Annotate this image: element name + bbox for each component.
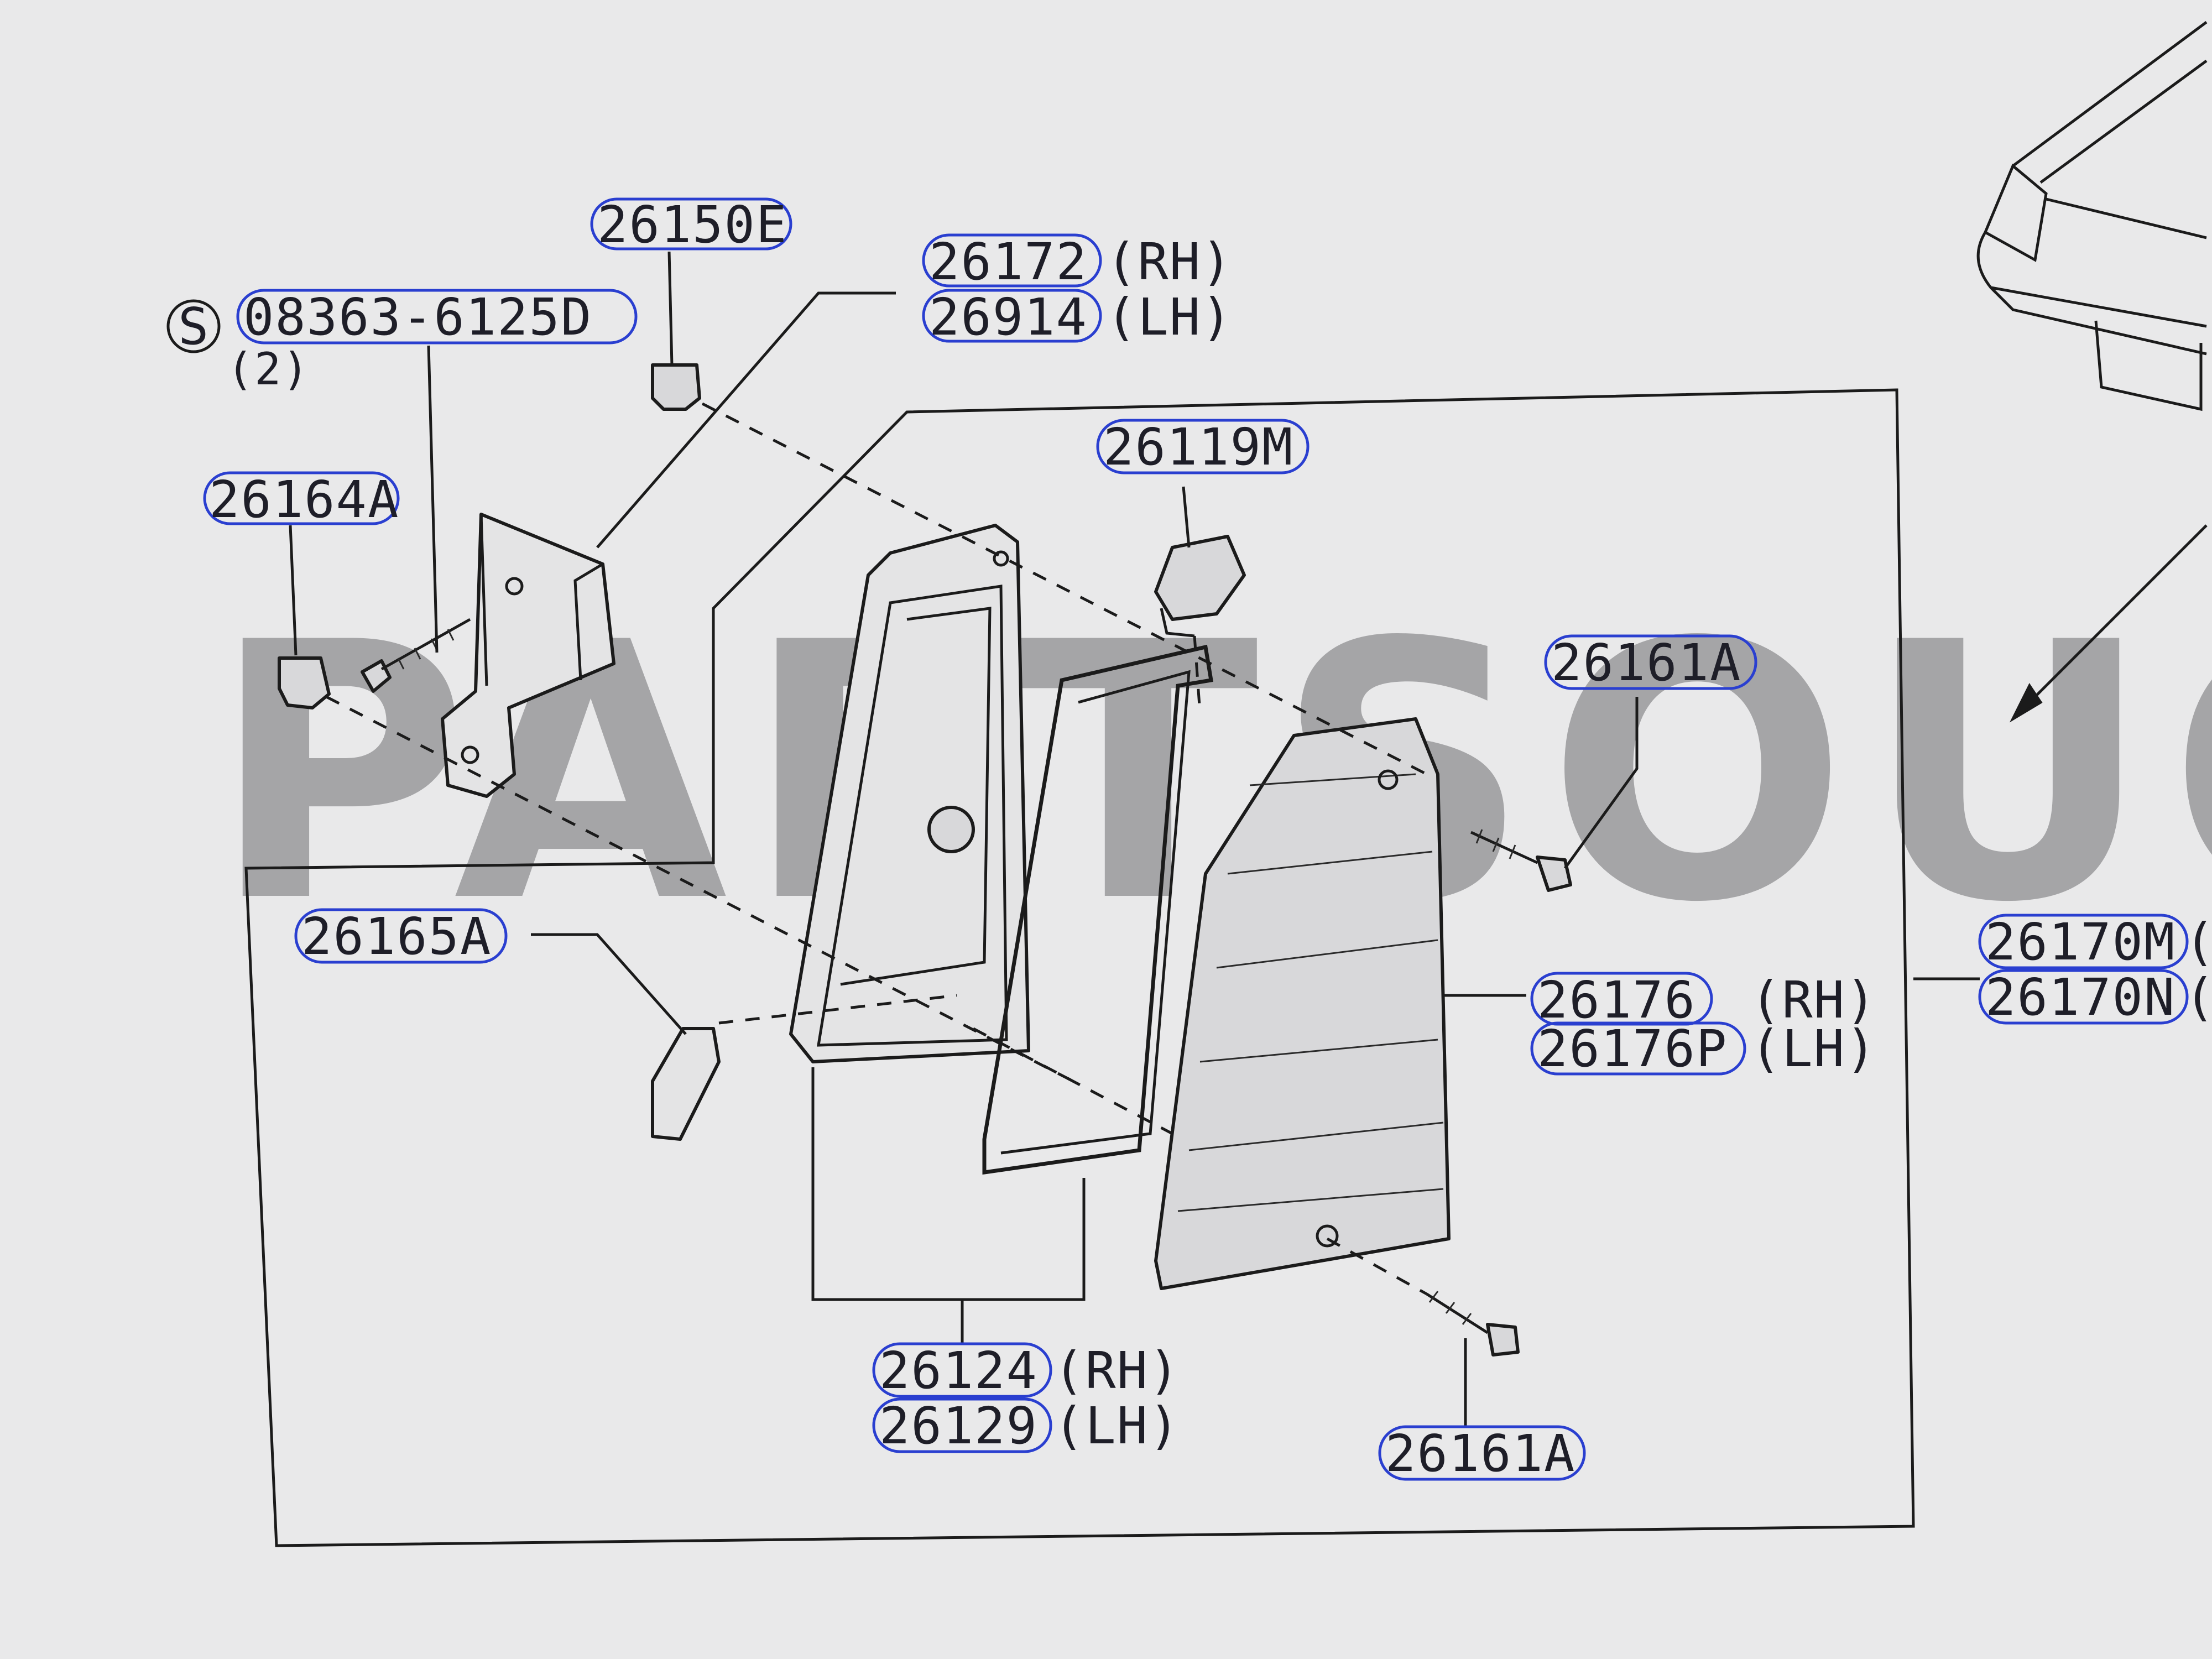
svg-text:(: ( bbox=[2184, 912, 2212, 972]
svg-text:26161A: 26161A bbox=[1551, 633, 1741, 692]
screw-08363 bbox=[361, 618, 471, 693]
assembly-boundary bbox=[244, 388, 1915, 1547]
callout-26161a-upper[interactable]: 26161A bbox=[1544, 633, 1757, 692]
callout-26129-lh[interactable]: 26129 (LH) bbox=[872, 1396, 1181, 1455]
svg-text:(RH): (RH) bbox=[1750, 971, 1877, 1030]
svg-text:S: S bbox=[178, 297, 210, 356]
svg-text:26150E: 26150E bbox=[597, 195, 787, 254]
svg-text:(RH): (RH) bbox=[1106, 232, 1233, 291]
callout-26124-rh[interactable]: 26124 (RH) bbox=[872, 1341, 1181, 1400]
callout-26170n[interactable]: 26170N ( bbox=[1978, 968, 2212, 1027]
callout-26914-lh[interactable]: 26914 (LH) bbox=[922, 288, 1233, 347]
screw-26161a-lower bbox=[1426, 1291, 1520, 1357]
svg-text:(LH): (LH) bbox=[1750, 1019, 1877, 1078]
svg-text:(RH): (RH) bbox=[1053, 1341, 1181, 1400]
svg-text:26124: 26124 bbox=[879, 1341, 1038, 1400]
callout-26172-rh[interactable]: 26172 (RH) bbox=[922, 232, 1233, 291]
vehicle-illustration bbox=[1976, 20, 2208, 723]
svg-text:26176P: 26176P bbox=[1537, 1019, 1728, 1078]
callout-26176-rh[interactable]: 26176 (RH) bbox=[1530, 971, 1877, 1030]
svg-text:26170M: 26170M bbox=[1985, 912, 2176, 972]
svg-text:26172: 26172 bbox=[929, 232, 1088, 291]
callout-26119m[interactable]: 26119M bbox=[1096, 418, 1310, 477]
screw-26161a-upper bbox=[1470, 829, 1572, 892]
svg-text:(LH): (LH) bbox=[1053, 1396, 1181, 1455]
svg-text:(2): (2) bbox=[227, 343, 310, 395]
svg-text:(LH): (LH) bbox=[1106, 288, 1233, 347]
assembly-axes bbox=[325, 402, 1428, 1296]
svg-text:08363-6125D: 08363-6125D bbox=[243, 288, 592, 347]
callout-26176p-lh[interactable]: 26176P (LH) bbox=[1530, 1019, 1877, 1078]
svg-text:26119M: 26119M bbox=[1103, 418, 1293, 477]
callout-26150e[interactable]: 26150E bbox=[590, 195, 792, 254]
svg-text:26129: 26129 bbox=[879, 1396, 1038, 1455]
clip-26150e bbox=[651, 363, 701, 411]
svg-text:26165A: 26165A bbox=[301, 907, 492, 966]
callout-26165a[interactable]: 26165A bbox=[294, 907, 508, 966]
svg-text:26161A: 26161A bbox=[1385, 1424, 1575, 1483]
leader-lines bbox=[289, 251, 1639, 1427]
mounting-bracket bbox=[441, 513, 615, 798]
lamp-housing-26124 bbox=[789, 524, 1030, 1063]
socket-26119m bbox=[1154, 535, 1246, 638]
svg-text:(: ( bbox=[2184, 968, 2212, 1027]
svg-text:26164A: 26164A bbox=[209, 470, 399, 529]
nut-26164a bbox=[278, 656, 331, 709]
svg-text:26170N: 26170N bbox=[1985, 968, 2176, 1027]
lens-26176 bbox=[1154, 717, 1451, 1290]
callout-26164a[interactable]: 26164A bbox=[203, 470, 400, 529]
bulb-26165a bbox=[651, 1027, 721, 1141]
gasket bbox=[982, 644, 1214, 1175]
callout-26170m[interactable]: 26170M ( bbox=[1978, 912, 2212, 972]
svg-text:26914: 26914 bbox=[929, 288, 1088, 347]
callout-26161a-lower[interactable]: 26161A bbox=[1378, 1424, 1586, 1483]
svg-text:26176: 26176 bbox=[1537, 971, 1696, 1030]
callout-08363-6125d[interactable]: S 08363-6125D (2) bbox=[166, 288, 638, 395]
